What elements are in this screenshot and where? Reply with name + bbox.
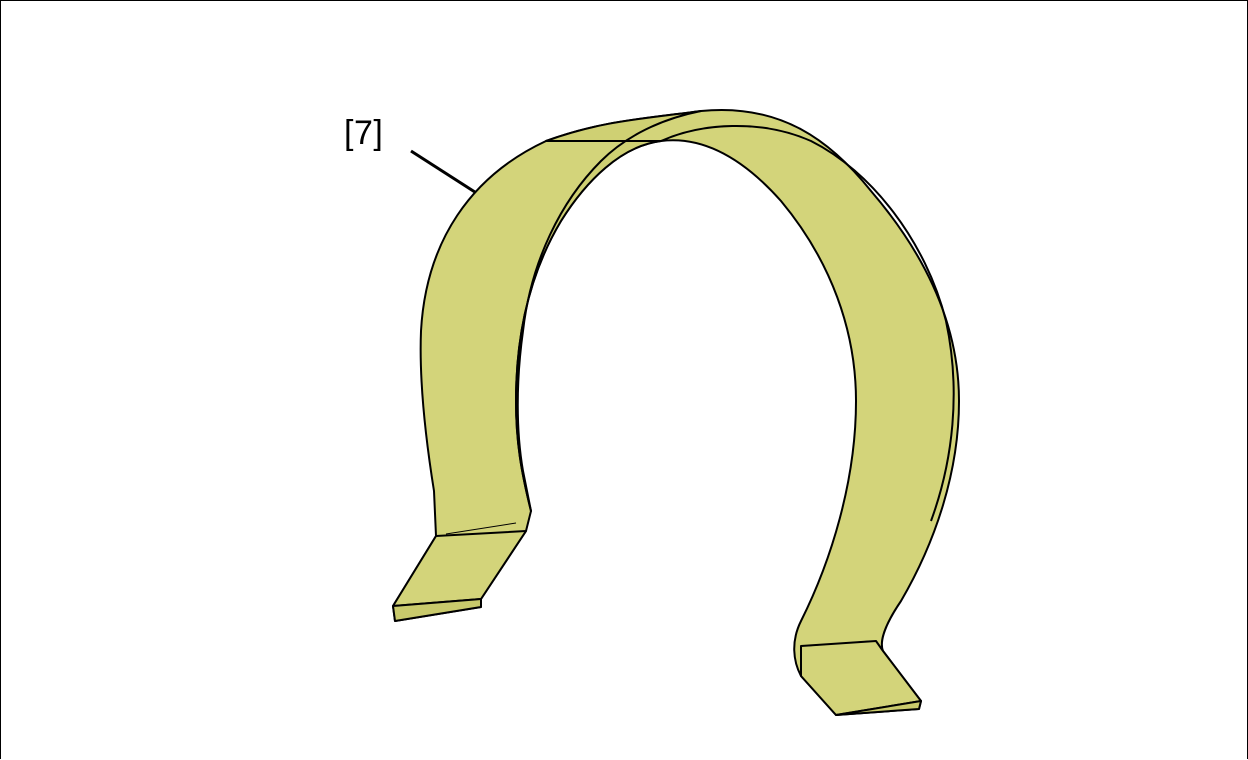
band-inner-lip: [515, 110, 702, 512]
right-foot-edge: [835, 700, 922, 716]
left-bend-line: [445, 522, 517, 535]
callout-label: [7]: [344, 114, 384, 152]
left-foot-edge: [392, 598, 482, 622]
right-bend-line: [805, 640, 872, 647]
left-foot: [392, 530, 527, 607]
band-outer-face: [392, 109, 960, 716]
omega-band: [392, 109, 960, 716]
band-edge-line: [660, 124, 955, 522]
